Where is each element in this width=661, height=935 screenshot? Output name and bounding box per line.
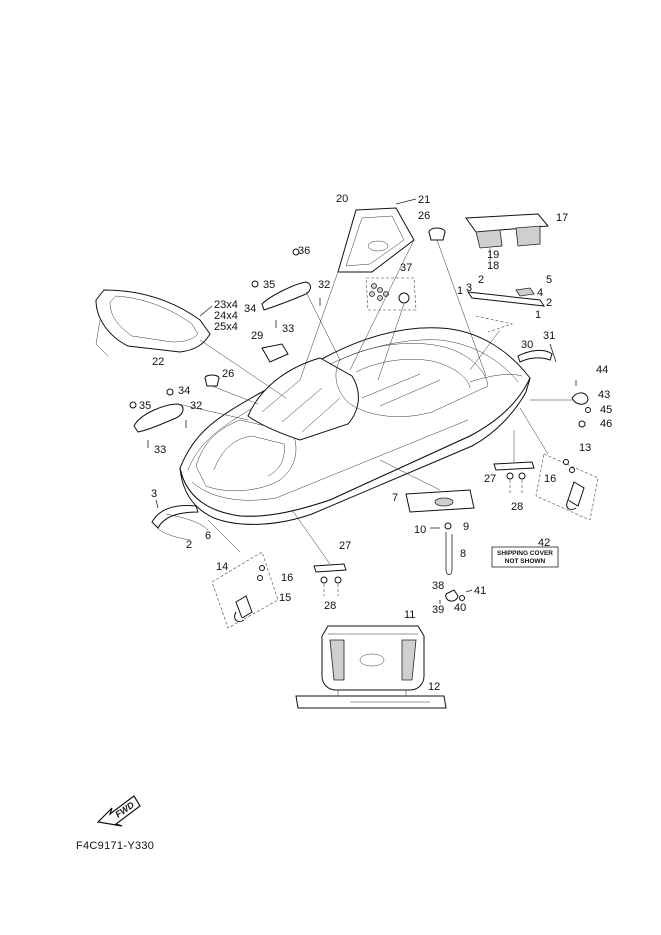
callout-35-left: 35 — [139, 400, 151, 412]
callout-16-right: 16 — [544, 473, 556, 485]
leader-lines — [177, 239, 549, 565]
callout-34: 34 — [244, 303, 256, 315]
callout-33-left: 33 — [154, 444, 166, 456]
callout-3-right: 3 — [466, 282, 472, 294]
callout-25: 25x4 — [214, 321, 238, 333]
callout-2-top: 2 — [478, 274, 484, 286]
cooler — [321, 625, 425, 699]
callout-27-right: 27 — [484, 473, 496, 485]
callout-2: 2 — [186, 539, 192, 551]
storage-liner — [337, 198, 417, 273]
callout-13: 13 — [579, 442, 591, 454]
callout-43: 43 — [598, 389, 610, 401]
callout-32: 32 — [318, 279, 330, 291]
callout-1-top: 1 — [457, 285, 463, 297]
reference-code: F4C9171-Y330 — [76, 840, 154, 852]
mount-plate-27 — [313, 563, 347, 573]
callout-44: 44 — [596, 364, 608, 376]
callout-6: 6 — [205, 530, 211, 542]
callout-36: 36 — [298, 245, 310, 257]
callout-5: 5 — [546, 274, 552, 286]
callout-34-left: 34 — [178, 385, 190, 397]
boat-hull — [179, 327, 531, 525]
clip-38 — [445, 589, 459, 602]
shipping-note-line1: SHIPPING COVER — [497, 550, 553, 557]
callout-29: 29 — [251, 330, 263, 342]
cap-36 — [292, 248, 300, 256]
callout-45: 45 — [600, 404, 612, 416]
callout-46: 46 — [600, 418, 612, 430]
handrail-32-top — [261, 281, 311, 311]
callout-2-right: 2 — [546, 297, 552, 309]
callout-18: 18 — [487, 260, 499, 272]
fwd-arrow: FWD — [96, 795, 141, 827]
callout-28-right: 28 — [511, 501, 523, 513]
cup-holder — [428, 227, 446, 241]
callout-4: 4 — [537, 287, 543, 299]
callout-19: 19 — [487, 249, 499, 261]
mount-bracket — [466, 287, 546, 333]
callout-17: 17 — [556, 212, 568, 224]
callout-39: 39 — [432, 604, 444, 616]
callout-15: 15 — [279, 592, 291, 604]
rub-rail — [151, 505, 209, 541]
callout-14: 14 — [216, 561, 228, 573]
callout-35: 35 — [263, 279, 275, 291]
callout-8: 8 — [460, 548, 466, 560]
callout-28-left: 28 — [324, 600, 336, 612]
storage-rack — [465, 213, 549, 249]
callout-33: 33 — [282, 323, 294, 335]
callout-11: 11 — [404, 609, 415, 621]
callout-24: 24x4 — [214, 310, 238, 322]
callout-12: 12 — [428, 681, 440, 693]
callout-23: 23x4 — [214, 299, 238, 311]
callout-30: 30 — [521, 339, 533, 351]
callout-26-top: 26 — [418, 210, 430, 222]
shipping-note-line2: NOT SHOWN — [505, 558, 546, 565]
tow-hook-30 — [517, 349, 553, 363]
callout-22: 22 — [152, 356, 164, 368]
cleat-43 — [571, 392, 589, 405]
callout-41: 41 — [474, 585, 486, 597]
glovebox-frame — [95, 289, 211, 357]
callout-10: 10 — [414, 524, 426, 536]
ladder-group-right — [535, 453, 599, 521]
callout-37: 37 — [400, 262, 412, 274]
callout-42: 42 — [538, 537, 550, 549]
callout-1-right: 1 — [535, 309, 541, 321]
callout-16: 16 — [281, 572, 293, 584]
callout-21: 21 — [418, 194, 430, 206]
callout-20: 20 — [336, 193, 348, 205]
fastener-kit-37 — [365, 277, 417, 311]
callout-26: 26 — [222, 368, 234, 380]
part-29 — [261, 343, 289, 363]
callout-3: 3 — [151, 488, 157, 500]
callout-9: 9 — [463, 521, 469, 533]
callout-7: 7 — [392, 492, 398, 504]
callout-32-left: 32 — [190, 400, 202, 412]
ladder-group-left — [211, 551, 279, 629]
callout-31: 31 — [543, 330, 555, 342]
callout-38: 38 — [432, 580, 444, 592]
handrail-32-left — [133, 403, 184, 433]
mount-plate-27-right — [493, 461, 535, 471]
callout-40: 40 — [454, 602, 466, 614]
callout-27-left: 27 — [339, 540, 351, 552]
shipping-cover-note-box — [491, 546, 559, 568]
